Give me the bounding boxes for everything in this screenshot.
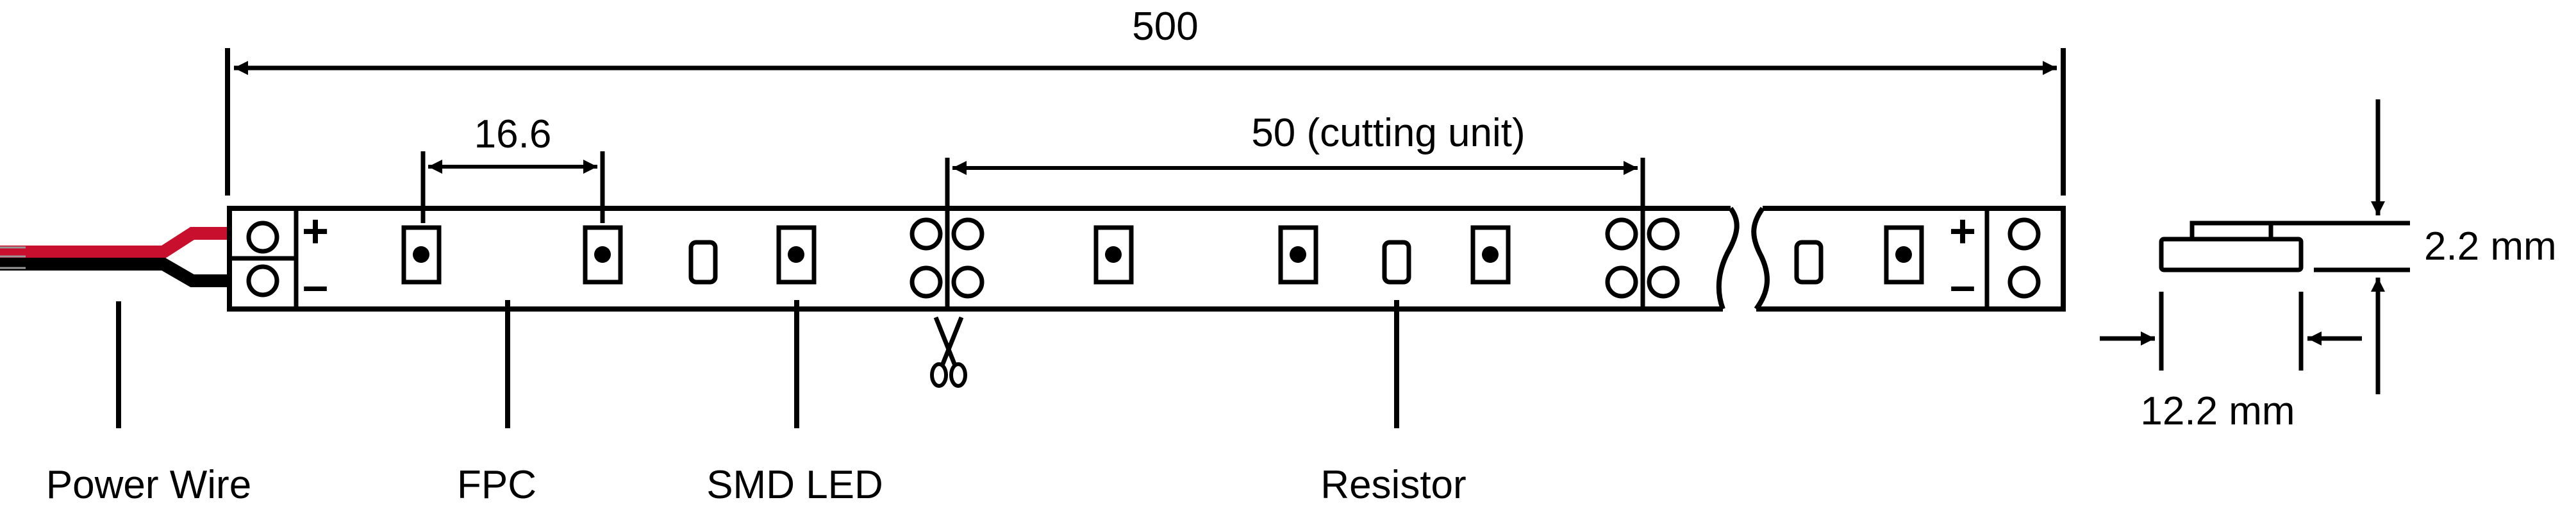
smd-led (1884, 225, 1924, 285)
plus-sign-right: + (1949, 206, 1976, 257)
smd-led (1278, 225, 1318, 285)
width-label: 12.2 mm (2140, 389, 2295, 433)
led-pitch-label: 16.6 (474, 112, 552, 156)
resistor (1794, 240, 1824, 285)
cut-point-pads (910, 217, 985, 299)
height-label: 2.2 mm (2424, 224, 2557, 269)
cutting-unit-label: 50 (cutting unit) (1251, 111, 1525, 155)
smd-led (776, 225, 817, 285)
total-length-dimension: 500 (225, 4, 2066, 196)
resistor-label: Resistor (1320, 463, 1466, 507)
cutting-unit-dimension: 50 (cutting unit) (945, 111, 1645, 212)
smd-led (1470, 225, 1511, 285)
fpc-strip (227, 206, 2066, 312)
led-pitch-dimension: 16.6 (420, 112, 605, 223)
minus-sign-left: – (303, 260, 328, 312)
smd-led-label: SMD LED (706, 463, 883, 507)
left-solder-pads (246, 221, 279, 297)
fpc-label: FPC (457, 463, 536, 507)
smd-led (583, 225, 623, 285)
smd-led (401, 225, 442, 285)
resistor (1382, 240, 1411, 285)
minus-sign-right: – (1950, 260, 1975, 312)
smd-led (1093, 225, 1134, 285)
cross-section: 2.2 mm 12.2 mm (2100, 99, 2557, 433)
power-wire-label: Power Wire (46, 463, 251, 507)
power-wire (0, 227, 229, 287)
cut-point-pads (1605, 217, 1680, 299)
resistor (688, 240, 718, 285)
plus-sign-left: + (302, 206, 329, 257)
scissors-icon (930, 316, 967, 388)
total-length-label: 500 (1132, 4, 1198, 49)
right-solder-pads (2007, 217, 2041, 299)
